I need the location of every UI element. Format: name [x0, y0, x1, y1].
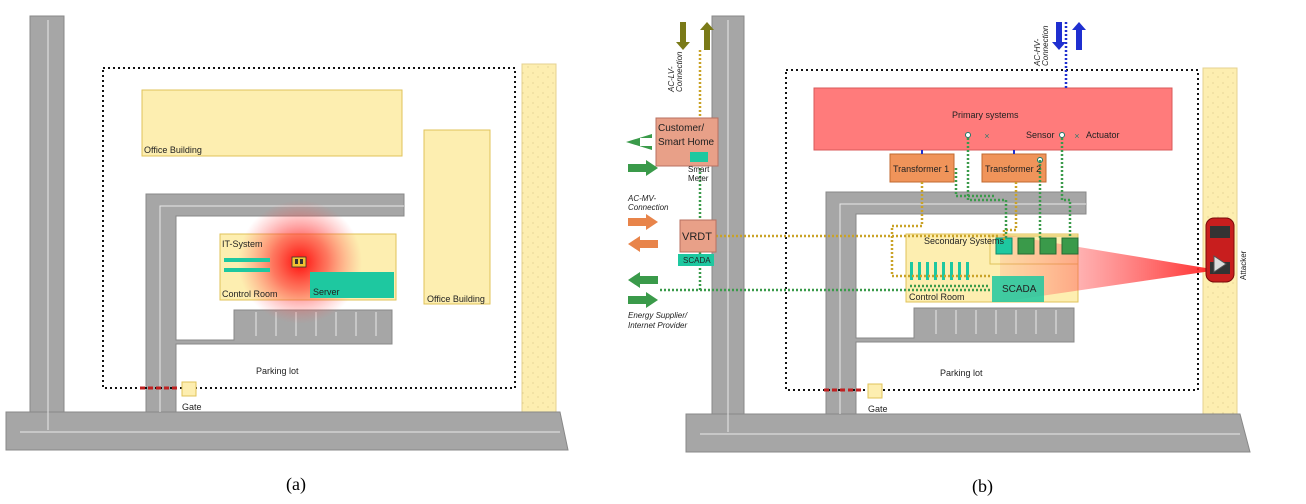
scada-small-block	[678, 254, 714, 266]
label-meter: Meter	[688, 174, 709, 183]
label-transformer-1: Transformer 1	[893, 164, 949, 174]
actuator-icon: ⨯	[1074, 133, 1080, 140]
label-parking-lot: Parking lot	[256, 366, 299, 376]
label-ac-lv-connection-2: Connection	[675, 51, 684, 92]
label-ac-hv-connection-2: Connection	[1041, 25, 1050, 66]
label-ac-mv-connection-1: AC-MV-	[627, 194, 656, 203]
sensor-icon	[965, 132, 971, 138]
ied-box	[1061, 237, 1079, 255]
label-office-building-2: Office Building	[427, 294, 485, 304]
label-it-system: IT-System	[222, 239, 263, 249]
it-rack	[224, 258, 270, 262]
gate-box	[867, 383, 883, 399]
vrdt-box	[679, 219, 717, 253]
label-primary-systems: Primary systems	[952, 110, 1019, 120]
gate-box	[181, 381, 197, 397]
smart-meter-block	[690, 152, 708, 162]
it-system-icon	[291, 256, 307, 268]
scada-server	[992, 276, 1044, 302]
it-rack	[224, 268, 270, 272]
road-vertical	[29, 15, 65, 413]
caption-a: (a)	[286, 474, 306, 495]
label-sensor: Sensor	[1026, 130, 1055, 140]
label-control-room: Control Room	[222, 289, 278, 299]
label-vrdt: VRDT	[682, 231, 712, 243]
label-actuator: Actuator	[1086, 130, 1120, 140]
gold-links	[698, 50, 1018, 278]
caption-b: (b)	[972, 476, 993, 497]
label-ac-mv-connection-2: Connection	[628, 203, 669, 212]
label-customer: Customer/	[658, 123, 704, 134]
label-scada-small: SCADA	[683, 256, 711, 265]
ied-box	[1017, 237, 1035, 255]
actuator-icon: ⨯	[984, 133, 990, 140]
office-building-1	[141, 89, 403, 157]
label-transformer-2: Transformer 2	[985, 164, 1041, 174]
label-server: Server	[313, 287, 340, 297]
ied-box	[1039, 237, 1057, 255]
lv-arrows	[676, 22, 714, 50]
label-smart-home: Smart Home	[658, 137, 715, 148]
access-road	[145, 193, 405, 413]
label-smart: Smart	[688, 165, 710, 174]
label-gate: Gate	[182, 402, 202, 412]
label-ac-lv-connection-1: AC-LV-	[667, 66, 676, 93]
control-racks	[910, 262, 969, 280]
road-bottom	[685, 413, 1251, 453]
label-ac-hv-connection-1: AC-HV-	[1033, 38, 1042, 67]
transformer-2	[981, 153, 1047, 183]
perimeter-fence	[785, 69, 1199, 391]
label-energy-supplier-2: Internet Provider	[628, 321, 687, 330]
label-scada: SCADA	[1002, 284, 1037, 295]
label-control-room: Control Room	[909, 292, 965, 302]
parking-stripes	[935, 310, 1057, 334]
road-bottom	[5, 411, 569, 451]
panel-a: Office Building Office Building IT-Syste…	[5, 15, 569, 495]
lane-line	[839, 203, 1086, 414]
server-block	[310, 272, 394, 298]
label-office-building-1: Office Building	[144, 145, 202, 155]
label-gate: Gate	[868, 404, 888, 414]
primary-systems-box	[813, 87, 1173, 151]
label-parking-lot: Parking lot	[940, 368, 983, 378]
access-road	[825, 191, 1087, 415]
label-attacker: Attacker	[1239, 250, 1248, 280]
attacker-car	[1205, 217, 1235, 283]
office-building-2	[423, 129, 491, 305]
label-energy-supplier-1: Energy Supplier/	[628, 311, 688, 320]
green-links	[660, 138, 1072, 292]
sidewalk-strip	[521, 63, 557, 419]
perimeter-fence	[102, 67, 516, 389]
hv-arrows	[1052, 22, 1086, 50]
side-arrows	[626, 134, 658, 308]
label-secondary-systems: Secondary Systems	[924, 236, 1005, 246]
sensor-icon	[1059, 132, 1065, 138]
panel-b: ⨯ ⨯	[626, 15, 1251, 497]
